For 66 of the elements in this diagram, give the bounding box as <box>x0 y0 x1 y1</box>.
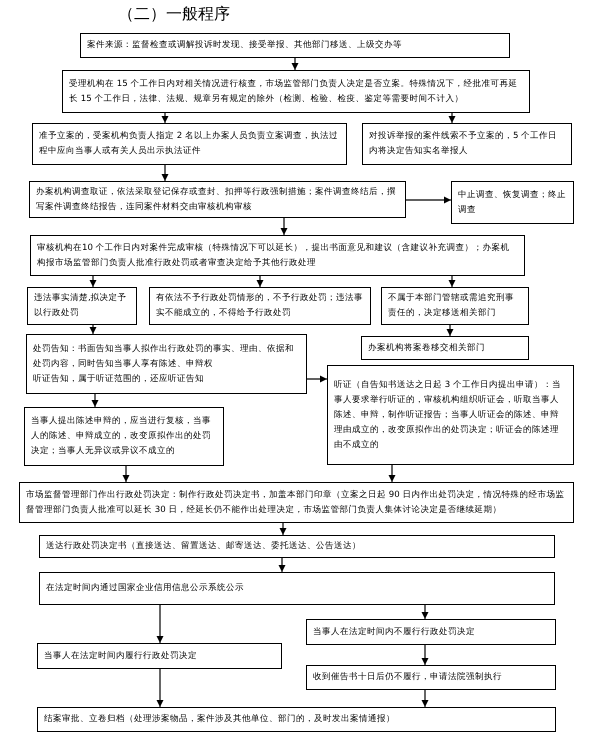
step-text: 当事人提出陈述申辩的，应当进行复核，当事人的陈述、申辩成立的，改变原拟作出的处罚决定；当事人无异议或异议不成立的 <box>31 414 212 458</box>
arrow <box>90 276 96 287</box>
arrow <box>422 605 428 619</box>
step-text: 结案审批、立卷归档（处理涉案物品，案件涉及其他单位、部门的，及时发出案情通报） <box>44 712 396 726</box>
arrow <box>422 645 428 665</box>
step-text: 有依法不予行政处罚情形的，不予行政处罚；违法事实不能成立的，不得给予行政处罚 <box>156 292 364 320</box>
step-text: 办案机构将案卷移交相关部门 <box>368 342 486 354</box>
step-text: 受理机构在 15 个工作日内对相关情况进行核查，市场监管部门负责人决定是否立案。特殊情况下，经批准可再延长 15 个工作日，法律、法规、规章另有规定的除外（检测、检验、检疫、鉴定等需要时间不计入） <box>69 78 518 106</box>
step-text: 收到催告书十日后仍不履行，申请法院强制执行 <box>313 671 503 684</box>
arrow <box>156 605 164 643</box>
step-text: 中止调查、恢复调查；终止调查 <box>458 188 567 216</box>
arrow <box>292 58 298 70</box>
process-box <box>37 707 556 732</box>
arrow <box>280 218 288 235</box>
arrow <box>256 276 264 287</box>
step-text: 听证（自告知书送达之日起 3 个工作日内提出申请）：当事人要求举行听证的，审核机构组织听证会，听取当事人陈述、申辩，制作听证报告；当事人听证会的陈述、申辩理由成立的，改变原拟作出的处罚决定；听证会的陈述理由不成立的 <box>334 378 562 452</box>
process-box <box>29 181 406 218</box>
process-box <box>24 407 224 466</box>
process-box <box>27 287 137 325</box>
step-text: 在法定时间内通过国家企业信用信息公示系统公示 <box>46 582 245 595</box>
arrow <box>422 690 428 707</box>
step-text: 市场监督管理部门作出行政处罚决定：制作行政处罚决定书，加盖本部门印章（立案之日起 90 日内作出处罚决定，情况特殊的经市场监督管理部门负责人批准可以延长 30 日，经延长仍不能作出处理决定，市场监管部门负责人集体讨论决定是否继续延期） <box>26 488 566 516</box>
process-box <box>39 535 555 558</box>
process-box <box>19 482 574 523</box>
step-text: 审核机构在10 个工作日内对案件完成审核（特殊情况下可以延长），提出书面意见和建议（含建议补充调查）；办案机构报市场监管部门负责人批准行政处罚或者审查决定给予其他行政处理 <box>37 242 511 270</box>
process-box <box>30 235 525 276</box>
process-box <box>381 287 529 325</box>
process-box <box>37 643 282 669</box>
process-box <box>306 619 556 645</box>
arrow <box>307 376 327 382</box>
arrow <box>446 325 454 336</box>
arrow <box>280 523 286 535</box>
arrow <box>278 558 286 572</box>
step-text: 当事人在法定时间内履行行政处罚决定 <box>44 650 198 662</box>
process-box <box>39 572 555 605</box>
step-text: 不属于本部门管辖或需追究刑事责任的，决定移送相关部门 <box>388 292 515 320</box>
process-box <box>327 365 574 465</box>
step-text: 违法事实清楚,拟决定予以行政处罚 <box>34 292 128 320</box>
process-box <box>32 123 347 165</box>
arrow <box>448 113 456 123</box>
arrow <box>448 276 456 287</box>
process-box <box>149 287 371 325</box>
step-text: 对投诉举报的案件线索不予立案的，5 个工作日内将决定告知实名举报人 <box>369 130 558 158</box>
process-box <box>62 70 530 113</box>
step-text: 准予立案的，受案机构负责人指定 2 名以上办案人员负责立案调查，执法过程中应向当事人或有关人员出示执法证件 <box>39 130 339 158</box>
step-text: 处罚告知：书面告知当事人拟作出行政处罚的事实、理由、依据和处罚内容，同时告知当事人享有陈述、申辩权 <box>33 342 295 370</box>
arrow <box>122 466 130 482</box>
arrow <box>162 165 168 181</box>
title: （二）一般程序 <box>118 4 230 25</box>
process-box <box>80 33 510 58</box>
step-text: 当事人在法定时间内不履行行政处罚决定 <box>313 626 476 638</box>
process-box <box>451 181 574 224</box>
process-box <box>362 123 572 165</box>
step-text: 案件来源：监督检查或调解投诉时发现、接受举报、其他部门移送、上级交办等 <box>87 38 403 52</box>
process-box <box>26 334 307 394</box>
process-box <box>361 336 529 360</box>
arrow <box>92 394 98 407</box>
arrow <box>406 196 451 204</box>
arrow <box>162 113 168 123</box>
step-text: 办案机构调查取证，依法采取登记保存或查封、扣押等行政强制措施；案件调查终结后，撰写案件调查终结报告，连同案件材料交由审核机构审核 <box>36 186 397 214</box>
arrow <box>90 325 96 334</box>
arrow <box>388 465 396 482</box>
step-text: 听证告知，属于听证范围的，还应听证告知 <box>33 372 205 386</box>
process-box <box>306 665 556 690</box>
step-text: 送达行政处罚决定书（直接送达、留置送达、邮寄送达、委托送达、公告送达） <box>46 540 362 553</box>
arrow <box>156 669 164 707</box>
